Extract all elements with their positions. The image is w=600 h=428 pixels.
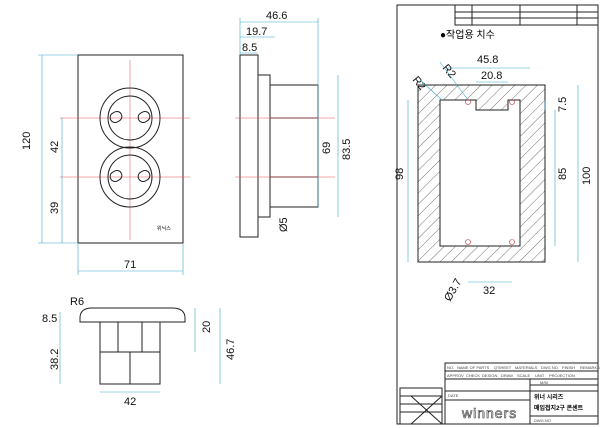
title-block-header: PROJECTION [549,373,575,378]
title-block-header: Q'SHEET [494,365,512,370]
title-block-header: SCALE [517,373,530,378]
socket-lower [99,146,161,208]
date-label: DATE [448,393,459,398]
dim-inner-height: 69 [321,142,333,154]
title-block-header: NO. [447,365,454,370]
dim-hole-diameter: Ø3.7 [442,277,464,304]
product-line-2: 매입접지2구 콘센트 [534,404,584,412]
revision-table [454,4,599,26]
dim-depth-total-bottom: 46.7 [225,339,237,360]
dim-radius: R6 [70,296,84,308]
company-logo: winners [461,405,517,421]
dim-hole-spacing: 32 [483,285,495,297]
dim-notch-width: 20.8 [481,70,502,82]
dim-plate: 8.5 [242,42,257,54]
dim-body: 38.2 [49,349,61,370]
dim-hole: Ø5 [278,217,290,232]
bottom-view: R6 8.5 38.2 20 46.7 42 [42,296,237,408]
dim-width: 71 [124,259,136,271]
dim-depth-a: 20 [201,321,213,333]
unit-value: M/M [540,380,548,385]
dim-lower: 39 [49,202,61,214]
cutout-title: ●작업용 치수 [440,28,495,41]
title-block-header: DWG NO. [541,365,559,370]
title-block-header: NAME OF PARTS [457,365,490,370]
brand-label: 위닉스 [157,225,171,232]
dim-depth-total: 46.6 [266,10,287,22]
front-view: 위닉스 120 42 39 71 [21,54,190,275]
dim-outer-height: 83.5 [341,139,353,160]
side-view: 46.6 19.7 8.5 69 83.5 Ø5 [235,10,353,238]
dim-height-total: 120 [21,132,33,150]
title-block-header: MATERIALS [515,365,538,370]
dim-bottom-width: 42 [124,396,136,408]
cutout-view: 45.8 20.8 R2 R2 7.5 98 85 100 32 Ø3.7 [394,54,593,304]
title-block-header: FINISH [562,365,575,370]
dim-plate-bottom: 8.5 [42,313,57,325]
dim-depth-mid: 19.7 [246,26,267,38]
dim-notch-depth: 7.5 [557,97,569,112]
dim-right-height: 100 [581,167,593,185]
socket-upper [99,87,161,149]
dim-left-height: 98 [394,168,406,180]
dwg-no-label: DWG.NO [534,418,551,423]
product-line-1: 위너 시리즈 [534,393,564,401]
title-block-header: APPROV [447,373,464,378]
dim-inner-height-cutout: 85 [557,168,569,180]
title-block-header: CHECK [466,373,480,378]
title-block-header: REMARKS [580,365,600,370]
title-block-header: UNIT [535,373,545,378]
dim-socket-spacing: 42 [49,141,61,153]
small-parts-table [399,387,443,425]
title-block-header: DRAW [501,373,513,378]
title-block-header: DESIGN [482,373,497,378]
dim-cutout-width: 45.8 [477,54,498,66]
